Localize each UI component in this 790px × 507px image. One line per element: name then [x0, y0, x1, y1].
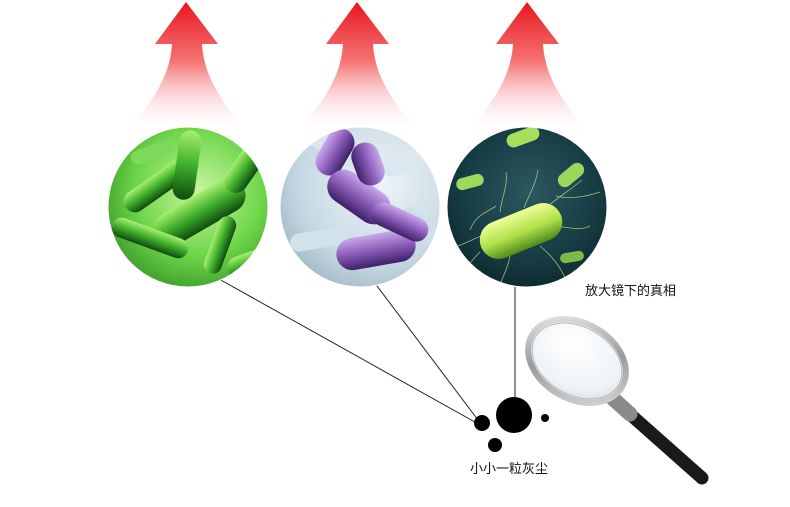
red-up-arrow-icon: [297, 2, 419, 134]
magnifying-glass-icon: [525, 316, 709, 485]
green-bacteria-icon: [107, 126, 269, 288]
red-up-arrow-icon: [467, 2, 589, 134]
dust-particle-icon: [474, 397, 549, 452]
dust-particle-caption: 小小一粒灰尘: [470, 462, 549, 477]
purple-bacteria-icon: [279, 126, 441, 288]
flagellated-bacteria-icon: [446, 126, 608, 288]
magnifier-truth-caption: 放大镜下的真相: [585, 284, 677, 299]
red-up-arrow-icon: [126, 2, 248, 134]
connector-lines: [218, 278, 516, 427]
